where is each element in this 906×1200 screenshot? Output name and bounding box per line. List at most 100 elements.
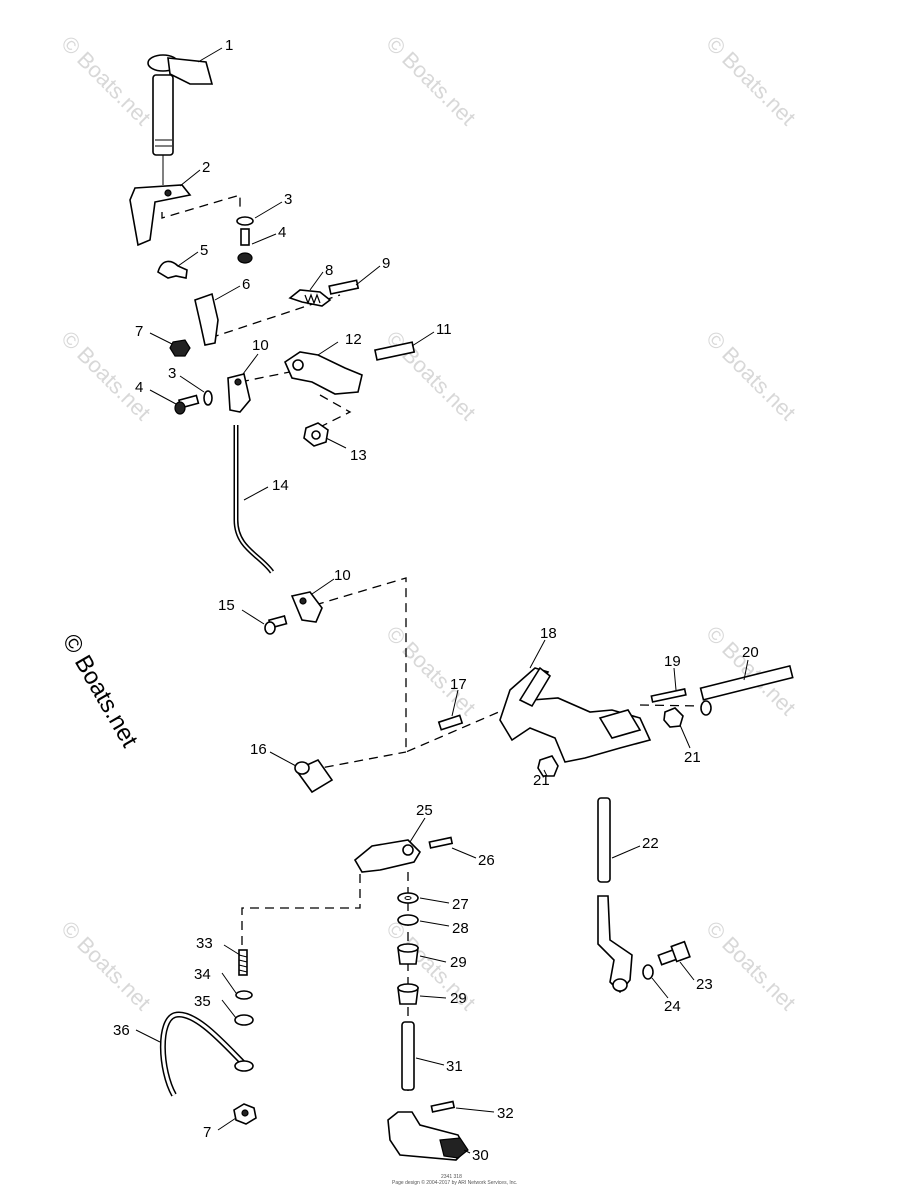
watermark: © Boats.net [381,326,480,425]
footer-copyright: Page design © 2004-2017 by ARI Network S… [392,1179,517,1186]
part-27-washer [397,892,419,904]
callout-label: 33 [196,935,213,952]
callout-label: 4 [278,224,286,241]
callout-label: 4 [135,379,143,396]
callout-label: 9 [382,255,390,272]
part-1-shaft [147,54,214,185]
part-28-washer [397,914,419,926]
part-4-screw-a [237,228,253,264]
callout-label: 21 [533,772,550,789]
part-24-washer [642,964,654,980]
part-35-washer [234,1014,254,1026]
part-22-tube [597,797,611,883]
callout-label: 24 [664,998,681,1015]
watermark: © Boats.net [381,621,480,720]
watermark-layer: © Boats.net © Boats.net © Boats.net © Bo… [56,31,800,1015]
part-31-shaft [401,1021,415,1091]
part-26-pin [428,836,454,849]
part-30-handle [387,1111,469,1161]
callout-label: 13 [350,447,367,464]
part-11-stud [374,341,416,361]
part-22-lever-lower [597,895,633,994]
part-14-rod [233,425,275,574]
watermark: © Boats.net [56,916,155,1015]
footer-code: 2341 318 [441,1174,462,1180]
watermark: © Boats.net [701,31,800,130]
part-12-lever-arm [283,351,363,395]
part-25-arm [353,839,422,873]
callout-label: 21 [684,749,701,766]
callout-label: 8 [325,262,333,279]
part-29-bushing-a [397,943,419,965]
callout-label: 16 [250,741,267,758]
watermark: © Boats.net [701,916,800,1015]
side-watermark: © Boats.net [57,630,143,753]
part-7-nut-a [169,339,191,357]
callout-label: 18 [540,625,557,642]
callout-label: 5 [200,242,208,259]
part-20-tube [699,664,794,716]
part-10-clevis-b [290,591,323,623]
part-7-nut-b [233,1103,257,1125]
callout-label: 26 [478,852,495,869]
part-34-washer [235,990,253,1000]
part-8-spring [288,289,332,307]
watermark: © Boats.net [56,326,155,425]
part-2-bracket [129,184,192,247]
part-32-pin [430,1100,456,1113]
footer: 2341 318 Page design © 2004-2017 by ARI … [392,1174,517,1186]
callout-label: 1 [225,37,233,54]
part-29-bushing-b [397,983,419,1005]
callout-label: 28 [452,920,469,937]
callout-label: 17 [450,676,467,693]
part-3-washer-b [203,390,213,406]
callout-label: 6 [242,276,250,293]
callout-label: 29 [450,954,467,971]
callout-label: 29 [450,990,467,1007]
part-21-nut-a [663,707,684,728]
part-33-stud [238,949,248,976]
leader-lines [135,47,749,1154]
callout-label: 7 [203,1124,211,1141]
callout-label: 12 [345,331,362,348]
part-17-bolt [437,714,464,731]
callout-label: 35 [194,993,211,1010]
callout-label: 25 [416,802,433,819]
watermark: © Boats.net [56,31,155,130]
callout-label: 10 [334,567,351,584]
callout-label: 34 [194,966,211,983]
callout-label: 22 [642,835,659,852]
part-4-screw-b [174,394,200,415]
part-10-clevis-a [227,373,251,413]
callout-label: 14 [272,477,289,494]
callout-label: 27 [452,896,469,913]
callout-label: 3 [168,365,176,382]
callout-label: 2 [202,159,210,176]
part-21-nut-b [537,755,559,777]
part-13-nut [303,422,329,447]
callout-label: 19 [664,653,681,670]
callout-label: 31 [446,1058,463,1075]
part-9-bolt [328,279,360,295]
callout-label: 30 [472,1147,489,1164]
callout-label: 23 [696,976,713,993]
part-19-pin [650,688,687,703]
watermark: © Boats.net [701,326,800,425]
part-16-cap [294,758,334,794]
part-23-screw [657,940,691,966]
callout-label: 20 [742,644,759,661]
callout-label: 3 [284,191,292,208]
part-18-lever-assembly [499,666,652,763]
part-36-rod [159,1011,254,1097]
part-3-washer-a [236,216,254,226]
watermark: © Boats.net [381,31,480,130]
part-6-lever [194,292,219,346]
part-5-clip [157,260,188,279]
callout-labels: 1 2 3 4 5 6 7 8 9 10 11 12 3 4 13 14 10 … [113,37,759,1164]
callout-label: 7 [135,323,143,340]
callout-label: 32 [497,1105,514,1122]
callout-label: 36 [113,1022,130,1039]
part-15-pin [264,615,288,635]
callout-label: 11 [436,321,452,338]
